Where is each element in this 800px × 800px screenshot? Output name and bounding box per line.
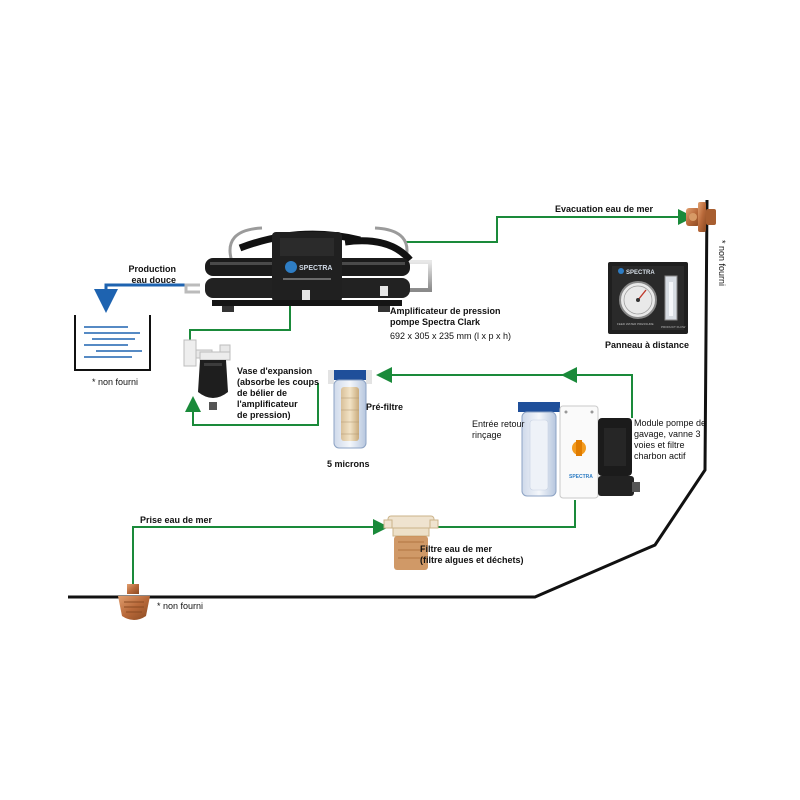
pipe-prefilter-to-vessel	[185, 383, 319, 426]
booster-title-1: Amplificateur de pression	[390, 306, 501, 316]
seawater-outlet-thruhull	[686, 202, 716, 232]
pipe-intake-to-filter	[132, 519, 389, 588]
expansion-vessel-label: Vase d'expansion (absorbe les coups de b…	[237, 366, 319, 421]
expansion-line-4: l'amplificateur	[237, 399, 298, 409]
seawater-intake-thruhull	[118, 584, 150, 620]
remote-panel: SPECTRA FEED WATER PRESSURE PRODUCT FLOW	[608, 262, 688, 334]
seawater-filter-label: Filtre eau de mer (filtre algues et déch…	[420, 544, 524, 566]
panel-brand: SPECTRA	[626, 270, 655, 276]
seawater-filter-line-1: Filtre eau de mer	[420, 544, 493, 554]
rinse-return-line-1: Entrée retour	[472, 419, 525, 429]
module-brand: SPECTRA	[569, 474, 593, 480]
production-line-2: eau douce	[131, 275, 176, 285]
booster-brand: SPECTRA	[299, 265, 332, 272]
rinse-return-line-2: rinçage	[472, 430, 502, 440]
not-supplied-outlet-note: * non fourni	[717, 240, 727, 287]
not-supplied-intake-note: * non fourni	[157, 601, 204, 611]
pump-module-label: Module pompe de gavage, vanne 3 voies et…	[634, 418, 706, 462]
seawater-outlet-label: Evacuation eau de mer	[555, 204, 654, 214]
seawater-intake-label: Prise eau de mer	[140, 515, 213, 525]
booster-title-2: pompe Spectra Clark	[390, 317, 481, 327]
pump-module-line-3: voies et filtre	[634, 440, 685, 450]
prefilter-label: Pré-filtre	[366, 402, 404, 412]
hull-line	[68, 199, 709, 599]
remote-panel-label: Panneau à distance	[605, 340, 690, 350]
pump-module: SPECTRA	[518, 402, 640, 499]
expansion-line-2: (absorbe les coups	[237, 377, 320, 387]
expansion-line-1: Vase d'expansion	[237, 366, 313, 376]
expansion-line-5: de pression)	[237, 410, 291, 420]
booster-dims: 692 x 305 x 235 mm (l x p x h)	[390, 331, 512, 341]
production-label: Production eau douce	[100, 264, 177, 286]
seawater-strainer	[383, 515, 439, 570]
production-line-1: Production	[128, 264, 177, 274]
panel-gauge-label: FEED WATER PRESSURE	[617, 322, 654, 326]
pump-module-line-2: gavage, vanne 3	[634, 429, 701, 439]
pump-module-line-4: charbon actif	[634, 451, 686, 461]
pipe-booster-to-outlet	[405, 209, 694, 243]
pump-module-line-1: Module pompe de	[634, 418, 707, 428]
five-microns-label: 5 microns	[327, 459, 370, 469]
panel-flow-label: PRODUCT FLOW	[661, 325, 685, 329]
pre-filter	[328, 370, 372, 449]
expansion-vessel	[183, 339, 231, 410]
fresh-water-tank	[74, 315, 151, 371]
seawater-filter-line-2: (filtre algues et déchets)	[420, 555, 524, 565]
booster-pump: SPECTRA	[184, 226, 432, 312]
not-supplied-tank-note: * non fourni	[92, 377, 139, 387]
booster-label: Amplificateur de pression pompe Spectra …	[390, 306, 511, 342]
fresh-water-line	[94, 283, 195, 313]
pipe-filter-to-module	[420, 500, 576, 528]
pipe-module-to-prefilter	[376, 367, 633, 418]
expansion-line-3: de bélier de	[237, 388, 288, 398]
rinse-return-label: Entrée retour rinçage	[472, 419, 525, 441]
